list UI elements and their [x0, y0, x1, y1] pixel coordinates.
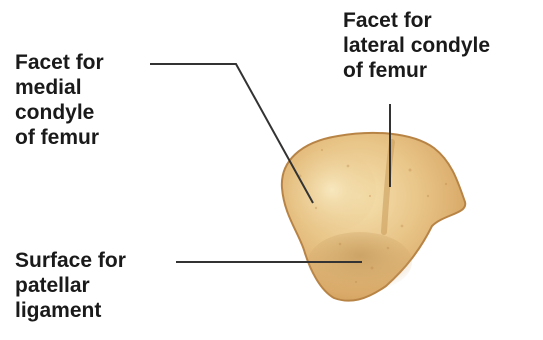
- label-patellar-surface: Surface for patellar ligament: [15, 248, 126, 323]
- label-medial-line-1: Facet for: [15, 50, 104, 75]
- label-patellar-line-3: ligament: [15, 298, 126, 323]
- label-lateral-line-3: of femur: [343, 58, 490, 83]
- label-patellar-line-1: Surface for: [15, 248, 126, 273]
- label-lateral-line-2: lateral condyle: [343, 33, 490, 58]
- label-patellar-line-2: patellar: [15, 273, 126, 298]
- medial-facet-surface: [288, 148, 376, 232]
- label-medial-facet: Facet for medial condyle of femur: [15, 50, 104, 150]
- label-lateral-facet: Facet for lateral condyle of femur: [343, 8, 490, 83]
- label-medial-line-2: medial: [15, 75, 104, 100]
- label-medial-line-3: condyle: [15, 100, 104, 125]
- label-lateral-line-1: Facet for: [343, 8, 490, 33]
- label-medial-line-4: of femur: [15, 125, 104, 150]
